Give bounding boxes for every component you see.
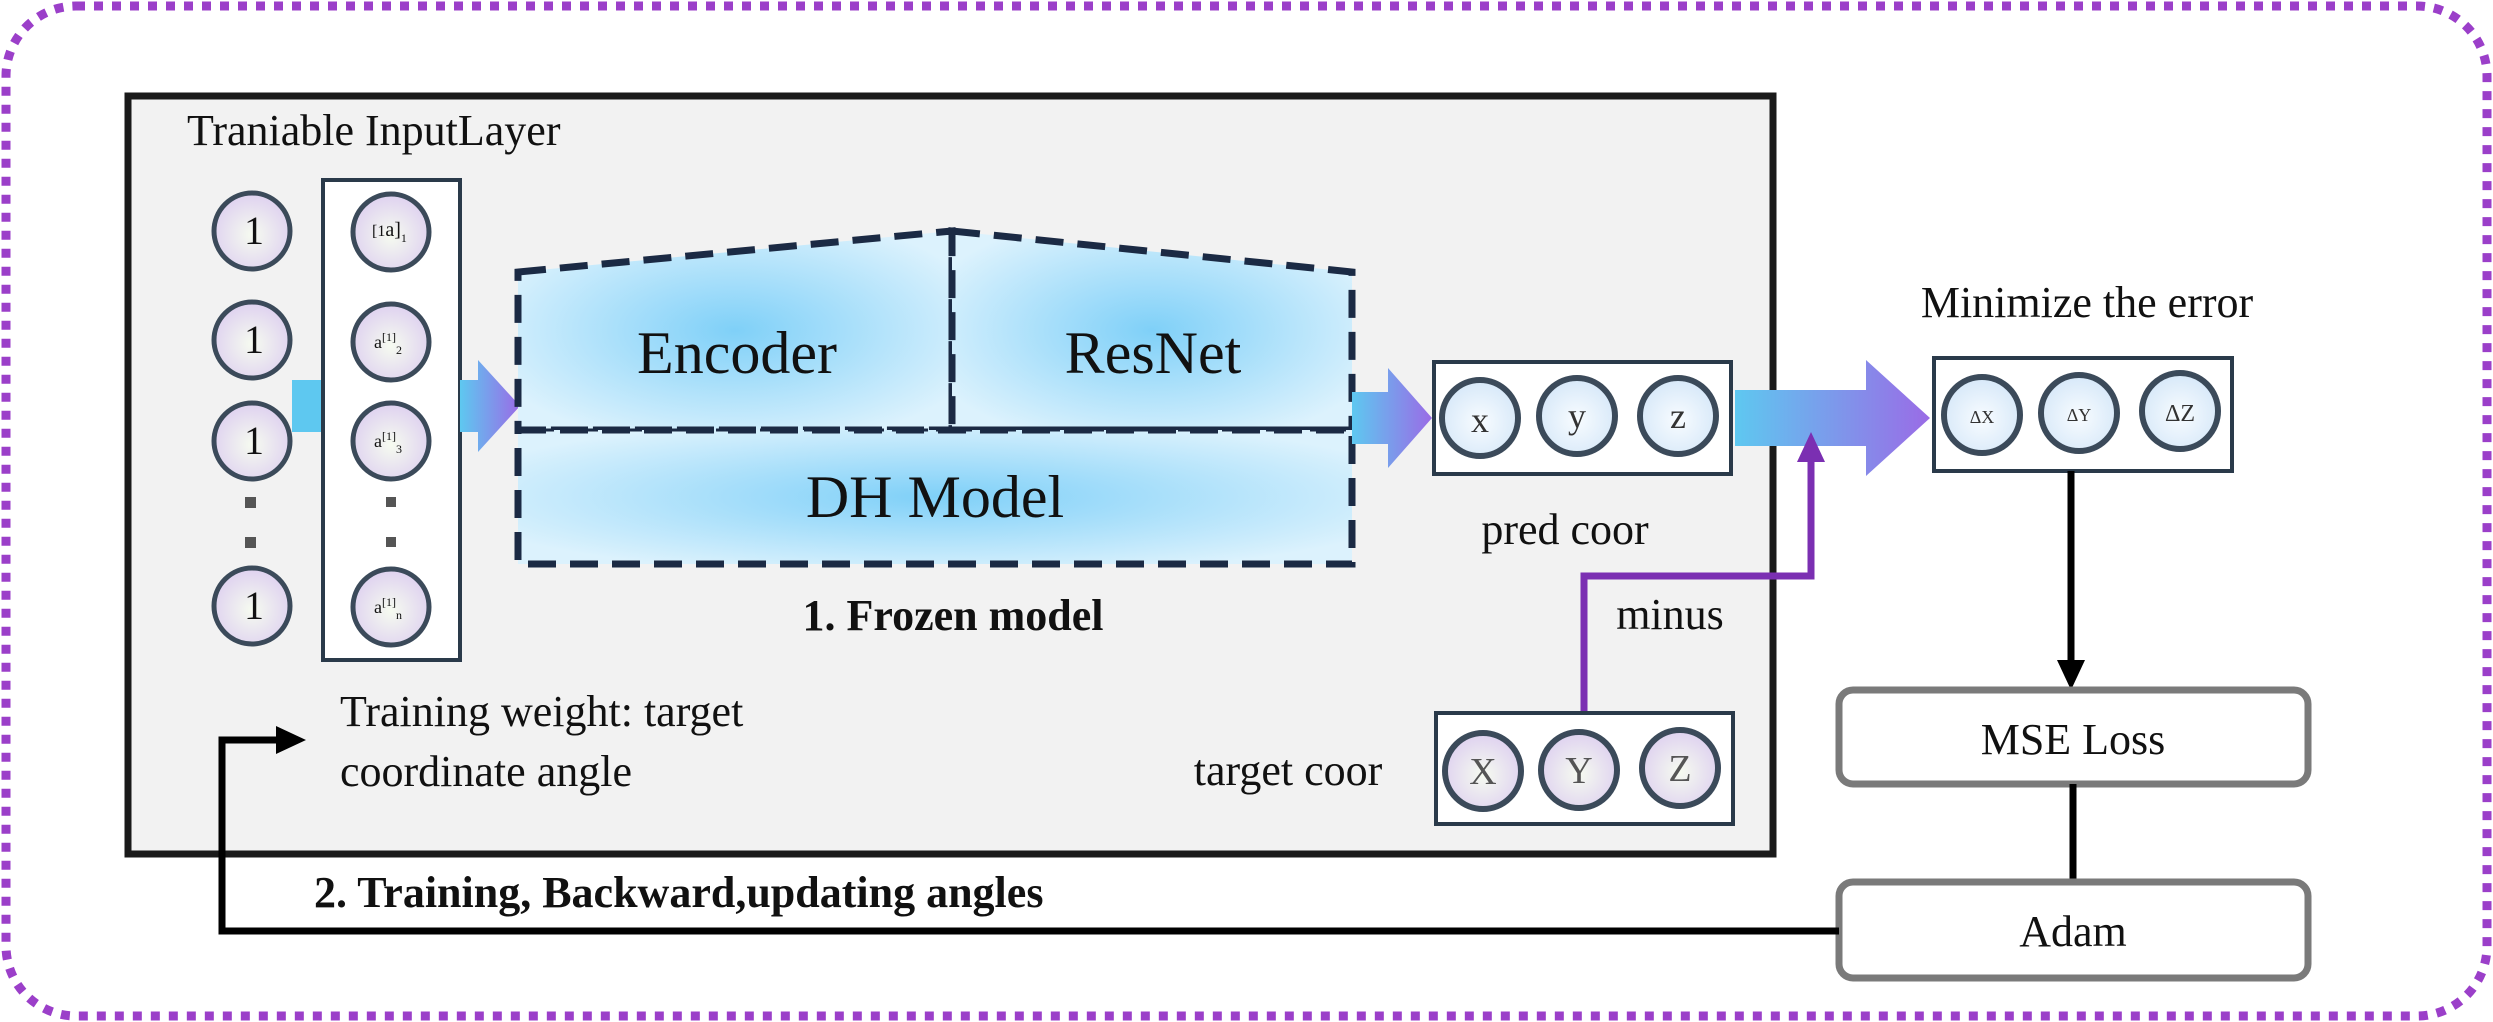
frozen-model: Encoder ResNet DH Model [514,227,1356,568]
input-one-label: 1 [244,208,264,253]
pred-y-label: y [1568,396,1586,436]
input-one-node [211,299,293,381]
pred-coor-values: x y z [1439,375,1719,459]
activation-label: a[1]3 [374,429,402,456]
target-coor-values: X Y Z [1442,727,1721,812]
activation-node [350,191,432,273]
minus-label: minus [1616,590,1724,639]
pred-z-node [1637,375,1719,457]
input-one-node [211,565,293,647]
activation-label: a[1]n [374,595,402,622]
target-z-label: Z [1668,748,1691,790]
panel-title: Traniable InputLayer [187,106,561,155]
mse-loss-label: MSE Loss [1981,715,2166,764]
pred-x-label: x [1471,400,1489,440]
frozen-model-caption: 1. Frozen model [802,591,1103,640]
error-dz-label: ΔZ [2165,401,2195,427]
input-one-node [211,400,293,482]
error-values: ΔX ΔY ΔZ [1941,370,2221,456]
pred-y-node [1536,375,1618,457]
target-z-node [1639,727,1721,809]
activation-node [350,400,432,482]
dh-model-block [514,426,1356,568]
target-coor-label: target coor [1194,746,1383,795]
input-one-node [211,190,293,272]
error-dz-node [2139,370,2221,452]
input-one-label: 1 [244,583,264,628]
input-ones-column: 1 1 1 1 [211,190,293,647]
pred-x-node [1439,377,1521,459]
target-y-node [1538,729,1620,811]
pred-to-error-arrow [1735,360,1930,476]
error-to-mse-arrowhead [2057,660,2085,690]
ellipsis-dot [386,497,396,507]
frozen-to-pred-arrow [1352,368,1432,468]
training-weight-line1: Training weight: target [340,687,743,736]
activation-node [350,566,432,648]
activation-label: a[1]2 [374,330,402,357]
activation-label: [1a]1 [372,219,407,245]
pred-z-label: z [1670,396,1686,436]
training-caption: 2. Training, Backward,updating angles [314,868,1043,917]
ellipsis-dot [245,497,256,508]
adam-label: Adam [2019,907,2127,956]
minus-arrowhead [1797,432,1825,462]
input-one-label: 1 [244,317,264,362]
pred-coor-label: pred coor [1481,505,1649,554]
error-dx-node [1941,374,2023,456]
error-dx-label: ΔX [1970,407,1995,427]
input-arrow [460,360,520,452]
ellipsis-dot [386,537,396,547]
dh-model-label: DH Model [806,464,1064,530]
target-x-node [1442,730,1524,812]
target-y-label: Y [1565,750,1592,792]
target-x-label: X [1469,751,1496,793]
activation-column: [1a]1 a[1]2 a[1]3 a[1]n [350,191,432,648]
training-weight-line2: coordinate angle [340,747,632,796]
error-title: Minimize the error [1921,278,2254,327]
error-dy-label: ΔY [2067,405,2092,425]
backward-arrowhead [276,726,306,754]
minus-connector [1580,455,1815,713]
input-one-label: 1 [244,418,264,463]
ellipsis-dot [245,537,256,548]
error-dy-node [2038,372,2120,454]
resnet-label: ResNet [1065,320,1242,386]
activation-node [350,301,432,383]
backward-path [218,736,1839,935]
encoder-label: Encoder [637,320,837,386]
